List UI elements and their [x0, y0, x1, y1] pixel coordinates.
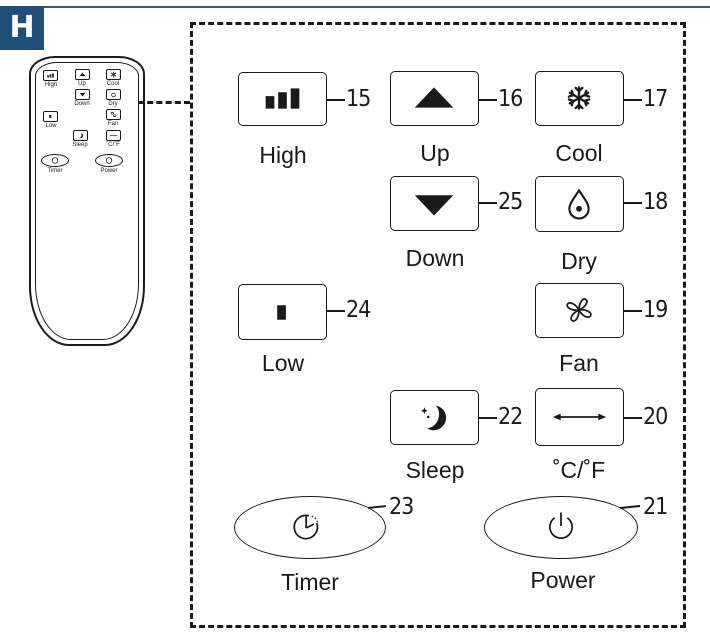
mini-up-button [75, 69, 90, 80]
mini-sleep-button [73, 130, 88, 141]
power-icon [548, 512, 574, 539]
double-arrow-icon [552, 413, 607, 421]
clock-icon [293, 514, 319, 540]
callout-number-20: 20 [643, 404, 668, 430]
timer-button[interactable] [234, 496, 386, 559]
leader-line-24 [327, 310, 345, 312]
remote-inner-outline [35, 62, 139, 340]
fan-icon [110, 112, 117, 117]
mini-label-down: Down [74, 101, 90, 107]
mini-high-button [43, 70, 58, 81]
snowflake-icon [567, 86, 591, 110]
detail-panel [190, 22, 686, 628]
leader-line-17 [624, 99, 642, 101]
mini-dry-button [106, 89, 121, 100]
down-button[interactable] [390, 176, 479, 231]
leader-line-15 [327, 99, 345, 101]
leader-line-16 [479, 99, 497, 101]
low-button[interactable] [238, 284, 327, 340]
header-rule [0, 6, 710, 8]
leader-line-22 [479, 417, 497, 419]
snowflake-icon [110, 71, 117, 78]
single-bar-icon [49, 114, 52, 119]
callout-number-22: 22 [498, 404, 523, 430]
single-bar-icon [277, 305, 286, 320]
fan-icon [566, 298, 592, 322]
up-button[interactable] [390, 71, 479, 126]
up-label: Up [420, 140, 450, 166]
dry-button[interactable] [535, 176, 624, 232]
callout-number-18: 18 [643, 189, 668, 215]
mini-label-low: Low [45, 123, 57, 129]
mini-fan-button [106, 109, 121, 120]
cool-button[interactable] [535, 71, 624, 126]
leader-line-18 [624, 202, 642, 204]
leader-line-20 [624, 417, 642, 419]
mini-label-cf: ˚C/˚F [106, 142, 120, 148]
callout-number-17: 17 [643, 86, 668, 112]
double-arrow-icon [109, 135, 118, 136]
droplet-icon [568, 188, 590, 220]
dry-label: Dry [561, 248, 597, 274]
low-label: Low [261, 350, 305, 376]
signal-bars-icon [265, 88, 300, 109]
triangle-up-icon [414, 87, 454, 108]
fan-button[interactable] [535, 283, 624, 338]
triangle-down-icon [414, 195, 454, 216]
mini-timer-button [41, 154, 69, 167]
cool-label: Cool [555, 140, 603, 166]
sleep-label: Sleep [405, 457, 465, 483]
remote-control: High Up Cool Down Dry Low Fan Sleep ˚C/˚… [29, 56, 145, 346]
moon-stars-icon [79, 133, 84, 139]
callout-connector [138, 101, 190, 104]
triangle-up-icon [79, 72, 86, 77]
clock-icon [51, 157, 59, 164]
mini-cf-button [106, 130, 121, 141]
mini-down-button [75, 89, 90, 100]
callout-number-25: 25 [498, 189, 523, 215]
section-badge: H [0, 6, 44, 50]
mini-label-up: Up [78, 81, 86, 87]
down-label: Down [405, 245, 465, 271]
callout-number-21: 21 [643, 494, 668, 520]
temperature-unit-label: ˚C/˚F [552, 457, 606, 483]
mini-cool-button [106, 69, 121, 80]
signal-bars-icon [47, 73, 54, 78]
high-button[interactable] [238, 72, 327, 126]
power-icon [105, 157, 113, 164]
callout-number-19: 19 [643, 297, 668, 323]
triangle-down-icon [79, 92, 86, 97]
leader-line-19 [624, 310, 642, 312]
high-label: High [259, 142, 307, 168]
mini-low-button [43, 111, 58, 122]
timer-label: Timer [281, 569, 339, 595]
droplet-icon [111, 92, 116, 98]
mini-label-dry: Dry [108, 101, 118, 107]
power-button[interactable] [484, 496, 638, 559]
sleep-button[interactable] [390, 390, 479, 445]
leader-line-25 [479, 202, 497, 204]
power-label: Power [530, 567, 596, 593]
mini-label-fan: Fan [107, 121, 119, 127]
mini-power-button [95, 154, 123, 167]
temperature-unit-button[interactable] [535, 388, 624, 446]
mini-label-sleep: Sleep [72, 142, 88, 148]
mini-label-high: High [44, 82, 58, 88]
callout-number-16: 16 [498, 86, 523, 112]
callout-number-24: 24 [346, 297, 371, 323]
callout-number-23: 23 [389, 494, 414, 520]
mini-label-power: Power [100, 168, 118, 174]
mini-label-cool: Cool [106, 81, 120, 87]
moon-stars-icon [421, 405, 447, 431]
fan-label: Fan [559, 350, 599, 376]
callout-number-15: 15 [346, 86, 371, 112]
mini-label-timer: Timer [47, 168, 63, 174]
